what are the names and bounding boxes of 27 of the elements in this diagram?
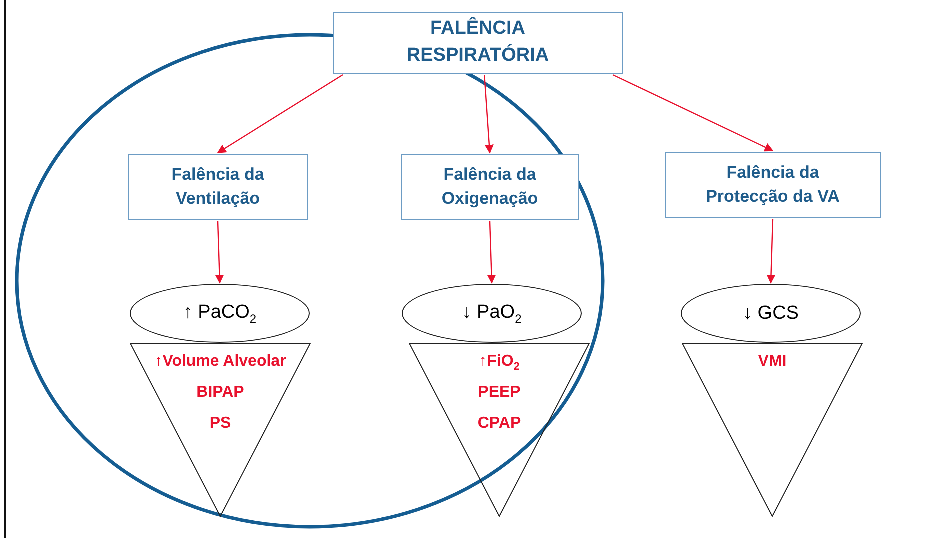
treatment-label: ↑Volume Alveolar (154, 352, 286, 372)
box-label: Falência da Protecção da VA (705, 162, 841, 208)
treatment-label: ↑FiO$_{2}$ (479, 352, 520, 376)
treatment-label: PS (210, 414, 232, 434)
parameter-label: ↓ PaO$_{2}$ (462, 302, 522, 326)
treatment-triangle (409, 343, 590, 517)
treatment-triangle (682, 343, 863, 517)
process-box (401, 154, 579, 220)
treatment-label: PEEP (478, 383, 521, 403)
title-box (333, 12, 623, 74)
arrow (217, 74, 344, 154)
arrow (612, 74, 774, 152)
box-label: Falência da Ventilação (170, 164, 266, 210)
box-label: FALÊNCIA RESPIRATÓRIA (406, 16, 550, 68)
arrow (215, 220, 224, 284)
box-label: Falência da Oxigenação (440, 164, 540, 210)
treatment-label: CPAP (478, 414, 522, 434)
treatment-label: BIPAP (196, 383, 244, 403)
process-box (665, 152, 881, 218)
arrow (487, 220, 496, 284)
treatment-triangle (130, 343, 311, 517)
arrow (766, 218, 776, 284)
process-box (128, 154, 308, 220)
arrow (484, 74, 494, 154)
parameter-label: ↓ GCS (743, 302, 799, 324)
treatment-label: VMI (758, 352, 787, 372)
parameter-label: ↑ PaCO$_{2}$ (183, 302, 257, 326)
